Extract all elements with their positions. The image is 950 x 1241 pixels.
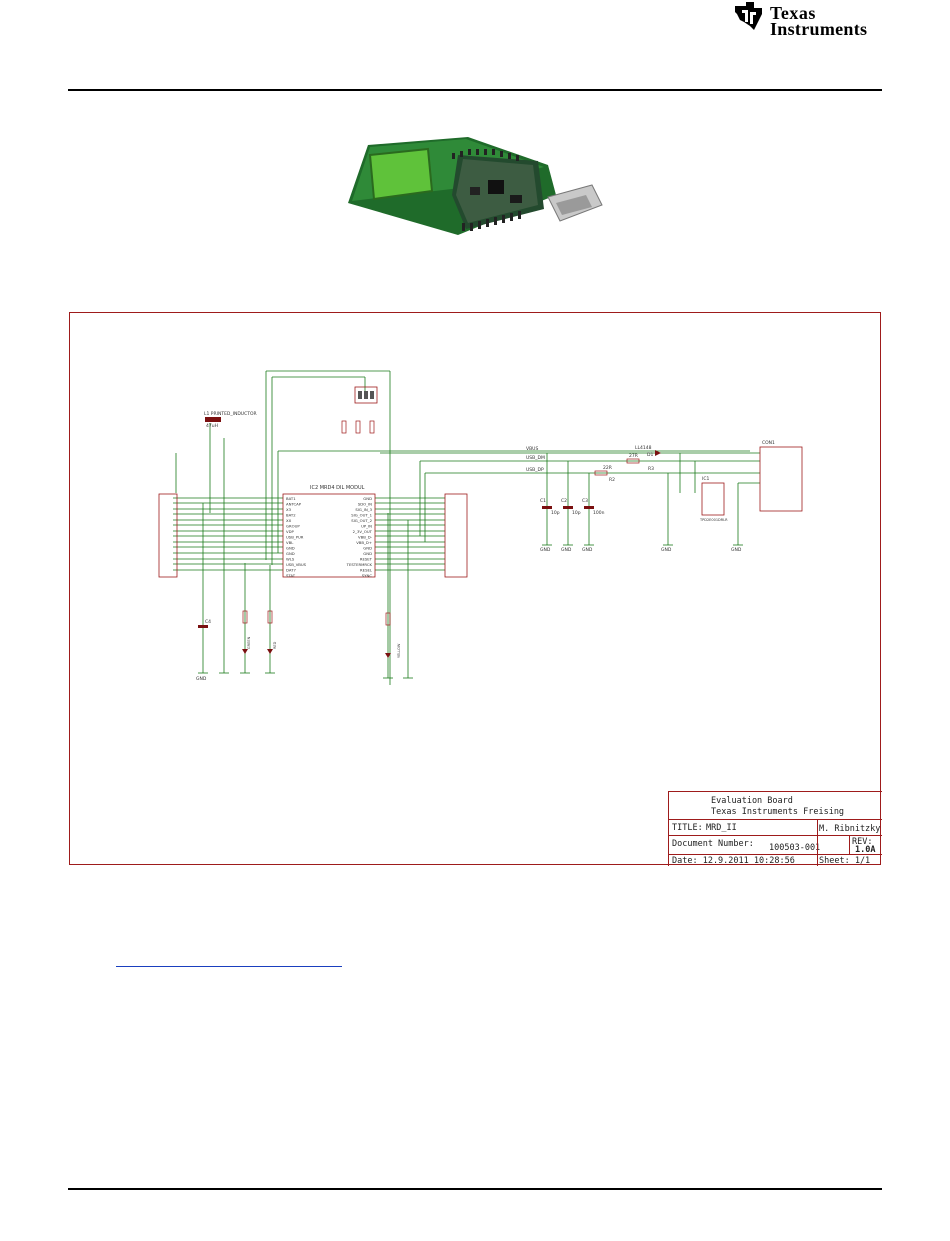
title-block-date: Date: 12.9.2011 10:28:56 Sheet: 1/1 [669, 855, 882, 866]
con1-title: CON1 [762, 440, 775, 446]
c4-label: C4 [205, 619, 211, 625]
evaluation-board-photo [348, 137, 603, 235]
net-usbdp: USB_DP [526, 467, 544, 473]
module-right-pin: RESET [360, 557, 373, 562]
module-left-pin: BAT2 [286, 513, 296, 518]
gnd-label: GND [661, 547, 672, 553]
title-block: Evaluation Board Texas Instruments Freis… [668, 791, 882, 866]
c1-label: C1 [540, 498, 546, 504]
module-right-pin: GND [363, 546, 372, 551]
r2-name: R2 [609, 477, 615, 483]
d1-name: D1 [647, 452, 653, 458]
module-left-pin: GROUP [286, 524, 300, 529]
module-left-pin: STAT [286, 573, 296, 578]
title-value: MRD_II [706, 823, 737, 833]
module-right-pin: VBB_D- [358, 535, 373, 540]
module-right-pin: SYNC [362, 573, 373, 578]
gnd-label: GND [196, 676, 207, 682]
ic1-part: TPD2E001DRLR [699, 518, 728, 522]
logo-text-line1: Texas [770, 3, 816, 23]
rev-label: REV: [852, 837, 873, 847]
c2-label: C2 [561, 498, 567, 504]
module-left-pin: USB_VBUS [286, 562, 307, 567]
module-right-pin: TESTERMRCK [346, 562, 373, 567]
sheet: Sheet: 1/1 [819, 856, 871, 866]
net-usbdm: USB_DM [526, 455, 545, 461]
c1-value: 10p [551, 510, 560, 516]
module-left-pin: WLS [286, 557, 295, 562]
title-block-docnum: Document Number: 100503-001 REV: 1.0A [669, 836, 882, 855]
title-block-org: Evaluation Board Texas Instruments Freis… [669, 792, 882, 820]
schematic-drawing: IC2 MRD4 DIL MODUL L1 PRINTED_INDUCTOR 4… [158, 370, 803, 685]
author: M. Ribnitzky [819, 824, 881, 834]
header-rule [68, 89, 882, 91]
schematic-frame: IC2 MRD4 DIL MODUL L1 PRINTED_INDUCTOR 4… [69, 312, 882, 866]
module-left-pin: USB_PUR [286, 535, 304, 540]
hyperlink[interactable] [116, 956, 342, 967]
gnd-label: GND [561, 547, 572, 553]
module-right-pin: UP_IN [361, 524, 372, 529]
module-left-pin: GND [286, 546, 295, 551]
module-right-pin: GND [363, 551, 372, 556]
module-right-pin: SDO_IN [358, 502, 372, 507]
led-green-label: GREEN [247, 636, 251, 649]
module-left-pin: ANTCAP [286, 502, 302, 507]
date: Date: 12.9.2011 10:28:56 [672, 856, 795, 866]
led-yellow-label: YELLOW [397, 643, 401, 658]
module-right-pin: VBB_D+ [356, 540, 372, 545]
logo-text-line2: Instruments [770, 19, 868, 39]
module-left-pin: DAT7 [286, 568, 296, 573]
c2-value: 10p [572, 510, 581, 516]
led-red-label: RED [273, 641, 277, 649]
module-right-pin: 2_3V_OUT [353, 529, 373, 534]
docnum-value: 100503-001 [769, 843, 821, 853]
module-left-pin: GND [286, 551, 295, 556]
c3-value: 100n [593, 510, 605, 516]
org-line2: Texas Instruments Freising [711, 807, 845, 817]
docnum-label: Document Number: [672, 839, 754, 849]
module-left-pin: VBL [286, 540, 294, 545]
ti-logo: Texas Instruments [732, 0, 884, 40]
rev-value: 1.0A [855, 845, 876, 855]
ti-logo-icon [735, 2, 762, 30]
gnd-label: GND [540, 547, 551, 553]
module-left-pin: X3 [286, 507, 292, 512]
module-right-pin: SIG_OUT_2 [351, 518, 372, 523]
title-block-title: TITLE: MRD_II M. Ribnitzky [669, 820, 882, 836]
r3-name: R3 [648, 466, 654, 472]
net-vbus: VBUS [526, 446, 538, 452]
module-right-pin: SIG_IN_3 [355, 507, 372, 512]
module-right-pin: SIG_OUT_1 [351, 513, 372, 518]
module-left-pin: XX [286, 518, 292, 523]
inductor-value: 47uH [206, 423, 218, 429]
module-left-pin: BAT1 [286, 496, 296, 501]
gnd-label: GND [582, 547, 593, 553]
r2-value: 22R [603, 465, 612, 471]
c3-label: C3 [582, 498, 588, 504]
gnd-label: GND [731, 547, 742, 553]
ic1-label: IC1 [702, 476, 709, 482]
inductor-label: L1 PRINTED_INDUCTOR [204, 411, 257, 417]
footer-rule [68, 1188, 882, 1190]
r3-value: 27R [629, 453, 638, 459]
d1-label: LL4148 [635, 445, 652, 451]
module-right-pin: GND [363, 496, 372, 501]
module-title: IC2 MRD4 DIL MODUL [310, 485, 365, 491]
module-left-pin: VDP [286, 529, 295, 534]
org-line1: Evaluation Board [711, 796, 793, 806]
title-label: TITLE: [672, 823, 703, 833]
module-right-pin: RESEL [360, 568, 373, 573]
